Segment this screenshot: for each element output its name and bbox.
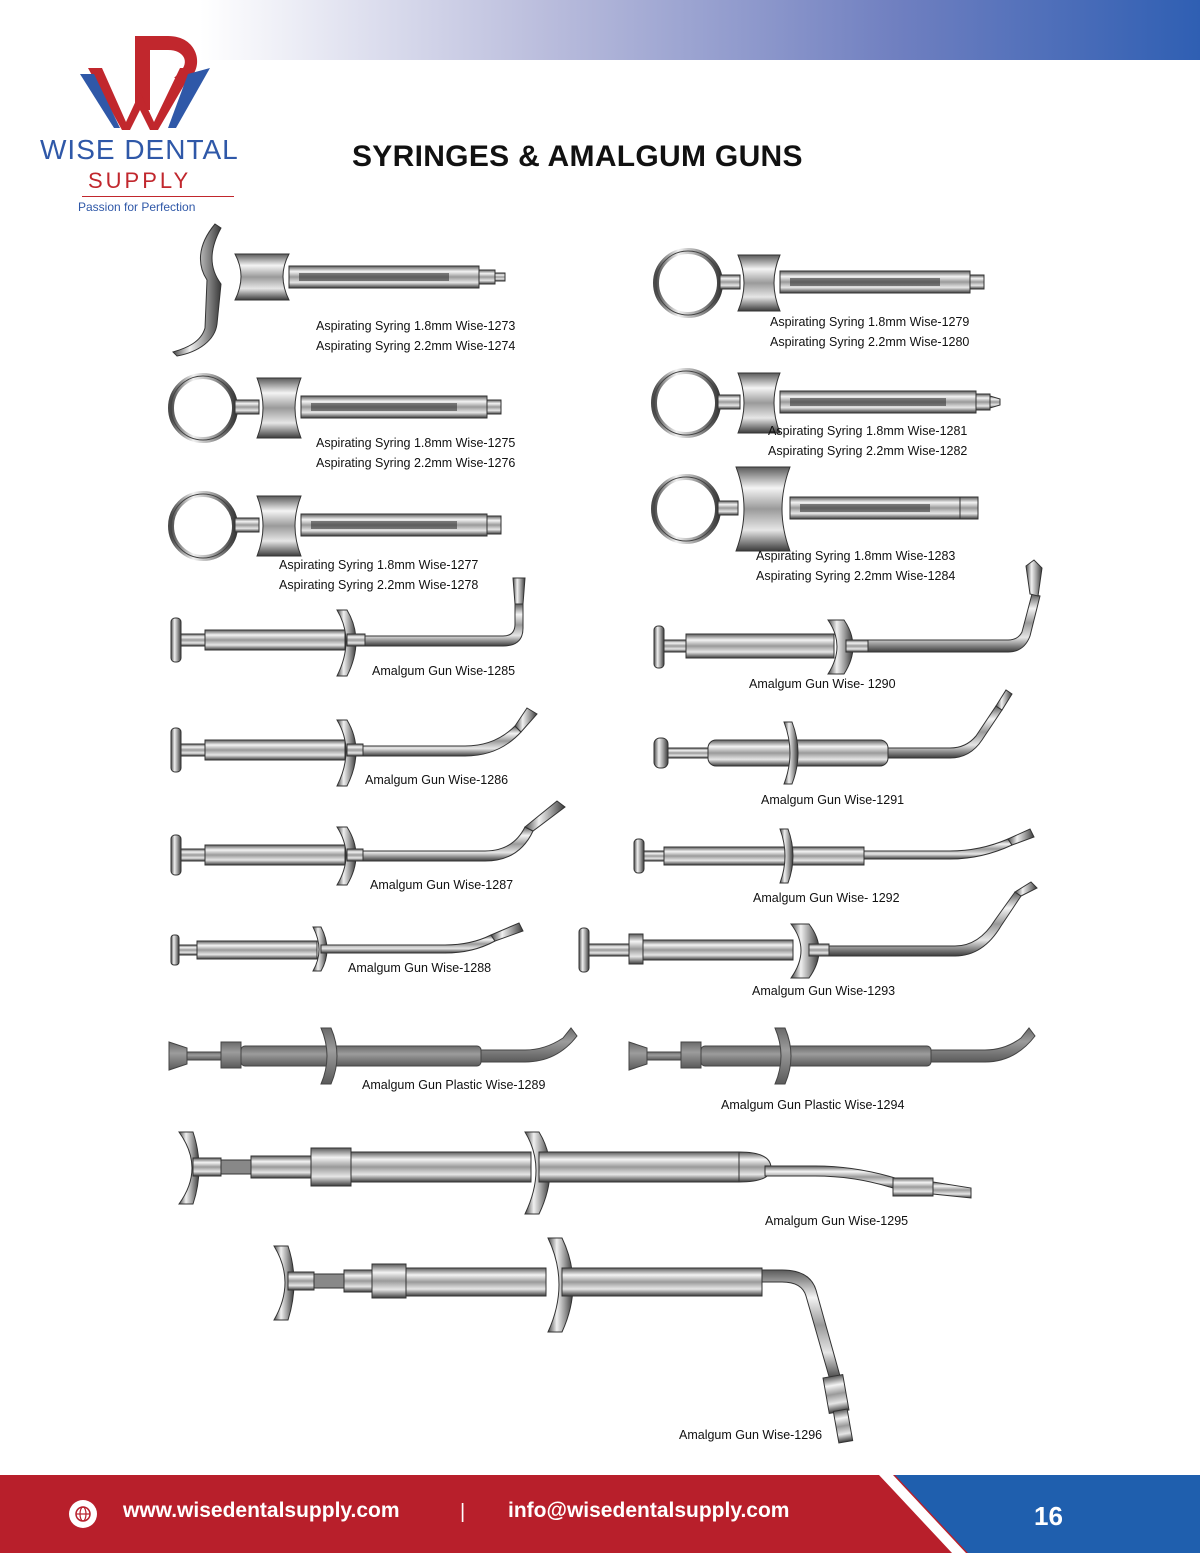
amalgam-gun-1290-image xyxy=(653,559,1043,675)
product-caption: Amalgum Gun Wise- 1292 xyxy=(753,891,900,905)
brand-tagline: Passion for Perfection xyxy=(78,200,196,214)
amalgam-gun-plastic-1289-image xyxy=(168,1027,578,1085)
aspirating-syringe-1275-image xyxy=(168,373,502,443)
aspirating-syringe-1283-image xyxy=(651,466,979,552)
brand-rule xyxy=(82,196,234,197)
page-number: 16 xyxy=(1034,1501,1063,1531)
product-caption: Amalgum Gun Wise-1288 xyxy=(348,961,492,975)
amalgam-gun-1288-image xyxy=(170,922,524,972)
wise-logo-mark-icon xyxy=(80,36,210,130)
footer: www.wisedentalsupply.com | info@wisedent… xyxy=(0,1475,1200,1553)
aspirating-syringe-1273-image xyxy=(172,223,506,357)
amalgam-gun-1296-image xyxy=(273,1237,854,1444)
amalgam-gun-1291-image xyxy=(653,689,1013,785)
aspirating-syringe-1281-image xyxy=(651,368,1001,438)
footer-separator: | xyxy=(460,1501,466,1523)
brand-logo: WISE DENTAL SUPPLY Passion for Perfectio… xyxy=(30,30,260,220)
product-caption: Amalgum Gun Wise-1293 xyxy=(752,984,896,998)
product-caption: Amalgum Gun Wise-1295 xyxy=(765,1214,909,1228)
product-caption: Amalgum Gun Plastic Wise-1289 xyxy=(362,1078,546,1092)
aspirating-syringe-1279-image xyxy=(653,248,985,318)
amalgam-gun-plastic-1294-image xyxy=(628,1027,1036,1085)
page-title: SYRINGES & AMALGUM GUNS xyxy=(352,140,803,173)
amalgam-gun-1295-image xyxy=(178,1131,972,1215)
product-caption: Amalgum Gun Wise-1287 xyxy=(370,878,514,892)
globe-icon xyxy=(69,1500,97,1528)
product-caption: Amalgum Gun Wise-1291 xyxy=(761,793,905,807)
aspirating-syringe-1277-image xyxy=(168,491,502,561)
product-caption: Amalgum Gun Wise-1296 xyxy=(679,1428,823,1442)
product-caption: Amalgum Gun Wise-1286 xyxy=(365,773,509,787)
amalgam-gun-1285-image xyxy=(170,577,526,677)
product-caption: Amalgum Gun Plastic Wise-1294 xyxy=(721,1098,905,1112)
header-gradient-band xyxy=(200,0,1200,60)
product-caption: Amalgum Gun Wise-1285 xyxy=(372,664,516,678)
amalgam-gun-1286-image xyxy=(170,707,538,787)
amalgam-gun-1293-image xyxy=(578,881,1038,979)
email-link[interactable]: info@wisedentalsupply.com xyxy=(508,1499,790,1522)
brand-name: WISE DENTAL xyxy=(40,134,239,165)
amalgam-gun-1292-image xyxy=(633,828,1035,884)
brand-supply: SUPPLY xyxy=(88,168,192,193)
product-caption: Amalgum Gun Wise- 1290 xyxy=(749,677,896,691)
website-link[interactable]: www.wisedentalsupply.com xyxy=(123,1499,400,1522)
amalgam-gun-1287-image xyxy=(170,800,566,886)
